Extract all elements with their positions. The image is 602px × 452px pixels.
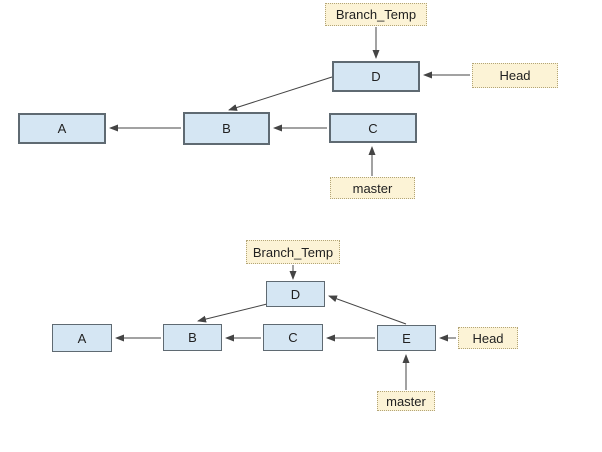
commit-label: E <box>402 330 411 346</box>
top-ref-branch-temp: Branch_Temp <box>325 3 427 26</box>
bottom-commit-a: A <box>52 324 112 352</box>
commit-label: D <box>290 286 301 302</box>
commit-label: A <box>77 330 87 346</box>
ref-label: master <box>352 180 393 196</box>
commit-label: C <box>368 120 378 136</box>
edge-bottom-d-to-b <box>197 303 268 323</box>
bottom-ref-head: Head <box>458 327 518 349</box>
ref-label: Branch_Temp <box>335 7 417 22</box>
edge-bottom-e-to-d <box>328 295 407 325</box>
commit-label: B <box>188 330 197 345</box>
bottom-commit-d: D <box>266 281 325 307</box>
top-commit-c: C <box>329 113 417 143</box>
bottom-commit-b: B <box>163 324 222 351</box>
edge-top-d-to-b <box>228 76 333 111</box>
ref-label: master <box>386 393 426 409</box>
top-commit-a: A <box>18 113 106 144</box>
commit-label: C <box>288 330 298 345</box>
bottom-commit-c: C <box>263 324 323 351</box>
top-commit-b: B <box>183 112 270 145</box>
commit-label: A <box>57 121 67 136</box>
bottom-ref-branch-temp: Branch_Temp <box>246 240 340 264</box>
bottom-ref-master: master <box>377 391 435 411</box>
bottom-commit-e: E <box>377 325 436 351</box>
commit-label: D <box>371 69 381 84</box>
top-ref-head: Head <box>472 63 558 88</box>
ref-label: Head <box>472 330 504 346</box>
ref-label: Branch_Temp <box>252 244 334 260</box>
top-ref-master: master <box>330 177 415 199</box>
commit-label: B <box>222 121 231 136</box>
ref-label: Head <box>499 68 531 83</box>
top-commit-d: D <box>332 61 420 92</box>
